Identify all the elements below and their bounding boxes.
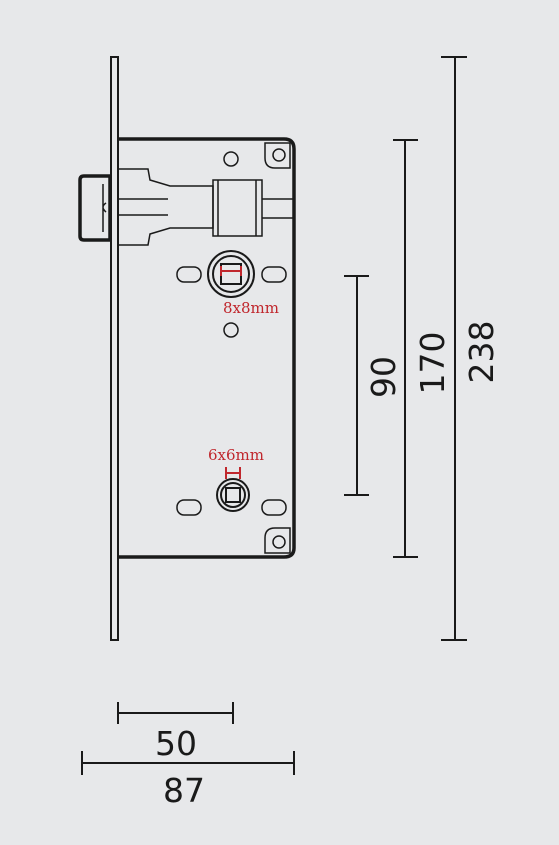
lock-case-body — [118, 137, 296, 559]
latch-bolt-detail — [102, 184, 107, 232]
dimension-line-50 — [117, 702, 234, 724]
dimension-label-170: 170 — [413, 332, 452, 395]
slot-left-upper — [176, 266, 202, 283]
latch-bolt — [78, 174, 112, 242]
dimension-line-87 — [81, 751, 295, 775]
dimension-label-50: 50 — [155, 724, 197, 763]
dimension-label-87: 87 — [163, 771, 205, 810]
key-spindle-label: 6x6mm — [208, 446, 264, 464]
dimension-line-238 — [441, 56, 467, 641]
handle-spindle-label: 8x8mm — [223, 299, 279, 317]
mounting-hole-top — [223, 151, 239, 167]
corner-screw-bottom — [264, 527, 291, 554]
latch-mechanism — [118, 168, 293, 246]
slot-left-lower — [176, 499, 202, 516]
slot-right-upper — [261, 266, 287, 283]
faceplate — [110, 56, 119, 641]
corner-screw-top — [264, 142, 291, 169]
key-spindle-hub — [216, 478, 250, 512]
dimension-label-238: 238 — [462, 321, 501, 384]
key-spindle-marker — [225, 467, 241, 479]
dimension-line-170 — [393, 139, 418, 558]
dimension-label-90: 90 — [364, 356, 403, 398]
mounting-hole-middle — [223, 322, 239, 338]
dimension-line-90 — [344, 275, 369, 496]
handle-spindle-marker — [220, 266, 242, 276]
slot-right-lower — [261, 499, 287, 516]
